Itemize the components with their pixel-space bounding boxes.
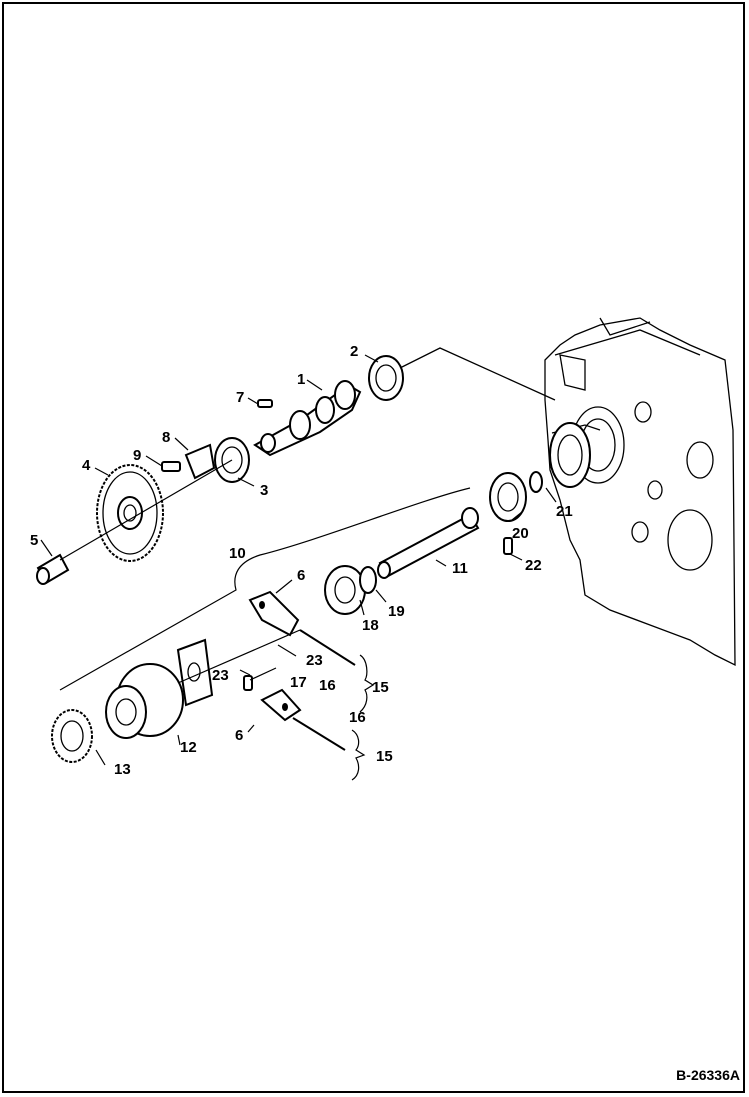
callout-16-upper: 16 — [319, 677, 336, 694]
assembly-outline-10 — [59, 487, 471, 691]
brackets-15 — [351, 654, 375, 781]
callout-21: 21 — [556, 503, 573, 520]
pin-5 — [36, 553, 70, 585]
callout-19: 19 — [388, 603, 405, 620]
callout-20: 20 — [512, 525, 529, 542]
callout-7: 7 — [236, 389, 244, 406]
leader-lines — [40, 354, 557, 766]
shaft-11 — [377, 507, 480, 579]
callout-13: 13 — [114, 761, 131, 778]
weight-6-upper — [248, 590, 300, 637]
callout-23-right: 23 — [306, 652, 323, 669]
callout-15-upper: 15 — [372, 679, 389, 696]
plate — [176, 638, 214, 707]
callout-8: 8 — [162, 429, 170, 446]
axis-line-upper — [59, 459, 233, 561]
axis-line-lower — [177, 629, 301, 684]
callout-1: 1 — [297, 371, 305, 388]
callout-16-lower: 16 — [349, 709, 366, 726]
key-7 — [257, 399, 273, 408]
cover-outline — [399, 347, 556, 401]
set-screw-22 — [503, 537, 513, 555]
snap-ring-21 — [529, 471, 543, 493]
weight-holder-12 — [105, 663, 184, 739]
callout-23-left: 23 — [212, 667, 229, 684]
gear-4 — [96, 464, 164, 562]
pin-16-upper — [299, 629, 356, 666]
pin-17 — [243, 667, 277, 691]
callout-5: 5 — [30, 532, 38, 549]
callout-17: 17 — [290, 674, 307, 691]
callout-10: 10 — [229, 545, 246, 562]
bearing-2 — [368, 355, 404, 401]
callout-12: 12 — [180, 739, 197, 756]
callout-6-lower: 6 — [235, 727, 243, 744]
washer-19 — [359, 566, 377, 594]
camshaft — [253, 380, 362, 457]
callout-22: 22 — [525, 557, 542, 574]
callout-15-lower: 15 — [376, 748, 393, 765]
callout-labels: 1 2 3 4 5 6 6 7 8 9 10 11 12 13 15 15 16… — [30, 343, 573, 778]
engine-block — [544, 317, 736, 667]
callout-9: 9 — [133, 447, 141, 464]
retainer-plate-8 — [184, 443, 216, 480]
callout-6-upper: 6 — [297, 567, 305, 584]
bearing-20 — [489, 472, 527, 522]
bolt-9 — [161, 461, 181, 472]
callout-3: 3 — [260, 482, 268, 499]
reference-code: B-26336A — [676, 1067, 740, 1083]
callout-2: 2 — [350, 343, 358, 360]
callout-4: 4 — [82, 457, 91, 474]
weight-6-lower — [260, 688, 302, 722]
sleeve-18 — [324, 565, 366, 615]
callout-11: 11 — [452, 560, 468, 577]
callout-18: 18 — [362, 617, 379, 634]
pin-16-lower — [292, 717, 346, 751]
gear-13 — [51, 709, 93, 763]
